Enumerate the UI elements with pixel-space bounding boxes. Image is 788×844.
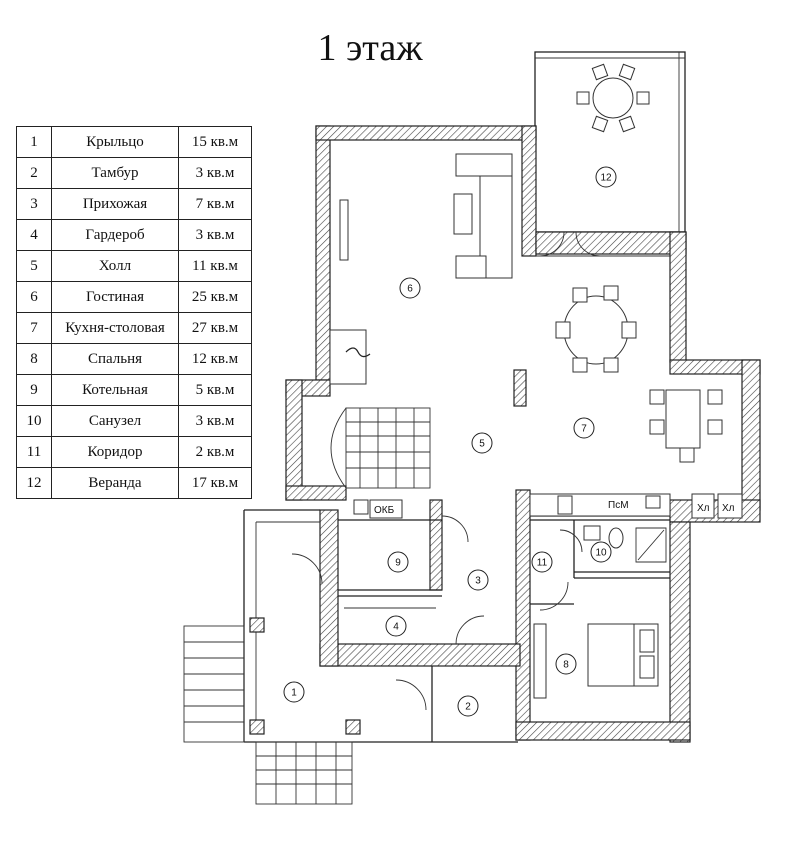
room-marker-circle	[283, 681, 305, 703]
room-name: Холл	[51, 250, 179, 282]
kitchen-counter: ПсМ Хл Хл	[529, 493, 743, 519]
room-number: 1	[16, 126, 52, 158]
room-number: 9	[16, 374, 52, 406]
room-name: Веранда	[51, 467, 179, 499]
porch-column	[345, 719, 361, 735]
room-marker-label: 7	[581, 424, 587, 435]
room-marker-circle	[387, 551, 409, 573]
staircase	[330, 407, 431, 489]
room-area: 3 кв.м	[178, 157, 252, 189]
room-number: 3	[16, 188, 52, 220]
sofa	[453, 153, 513, 279]
room-marker-label: 5	[479, 439, 485, 450]
room-name: Прихожая	[51, 188, 179, 220]
room-marker-label: 9	[395, 558, 401, 569]
room-marker-label: 2	[465, 702, 471, 713]
window-sill	[339, 199, 349, 261]
room-area: 17 кв.м	[178, 467, 252, 499]
room-name: Санузел	[51, 405, 179, 437]
label-hl-2: Хл	[722, 503, 735, 514]
room-name: Крыльцо	[51, 126, 179, 158]
room-area: 2 кв.м	[178, 436, 252, 468]
room-area: 3 кв.м	[178, 405, 252, 437]
room-name: Тамбур	[51, 157, 179, 189]
room-marker-circle	[467, 569, 489, 591]
room-marker-circle	[531, 551, 553, 573]
room-area: 15 кв.м	[178, 126, 252, 158]
room-marker-label: 10	[595, 548, 607, 559]
fireplace	[329, 329, 371, 385]
bedroom-closet	[533, 623, 547, 699]
veranda	[534, 51, 686, 233]
room-marker-circle	[471, 432, 493, 454]
room-marker-label: 4	[393, 622, 399, 633]
room-area: 27 кв.м	[178, 312, 252, 344]
boiler: ОКБ	[353, 499, 403, 519]
room-name: Гардероб	[51, 219, 179, 251]
room-marker-circle	[595, 166, 617, 188]
room-number: 7	[16, 312, 52, 344]
kitchen-island	[649, 389, 723, 463]
bathroom-fixtures	[583, 525, 667, 563]
room-marker-label: 12	[600, 173, 612, 184]
porch-column	[249, 719, 265, 735]
room-area: 12 кв.м	[178, 343, 252, 375]
doors	[291, 231, 601, 711]
label-psm: ПсМ	[608, 500, 629, 511]
room-marker-label: 11	[537, 558, 548, 569]
page-title: 1 этаж	[317, 27, 423, 69]
room-area: 11 кв.м	[178, 250, 252, 282]
room-marker-label: 8	[563, 660, 569, 671]
room-marker-circle	[457, 695, 479, 717]
bed	[587, 623, 659, 687]
room-marker-label: 1	[291, 688, 297, 699]
room-marker-label: 3	[475, 576, 481, 587]
column	[513, 369, 527, 407]
room-marker-circle	[399, 277, 421, 299]
veranda-chairs	[576, 63, 650, 133]
room-marker-circle	[555, 653, 577, 675]
room-marker-circle	[573, 417, 595, 439]
label-okb: ОКБ	[374, 505, 395, 516]
porch-column	[249, 617, 265, 633]
room-marker-label: 6	[407, 284, 413, 295]
porch-stairs	[183, 625, 353, 805]
room-area: 3 кв.м	[178, 219, 252, 251]
room-number: 8	[16, 343, 52, 375]
room-name: Спальня	[51, 343, 179, 375]
label-hl-1: Хл	[697, 503, 710, 514]
room-number: 11	[16, 436, 52, 468]
room-marker-circle	[385, 615, 407, 637]
room-marker-circle	[590, 541, 612, 563]
room-number: 6	[16, 281, 52, 313]
dining-table	[555, 285, 637, 373]
